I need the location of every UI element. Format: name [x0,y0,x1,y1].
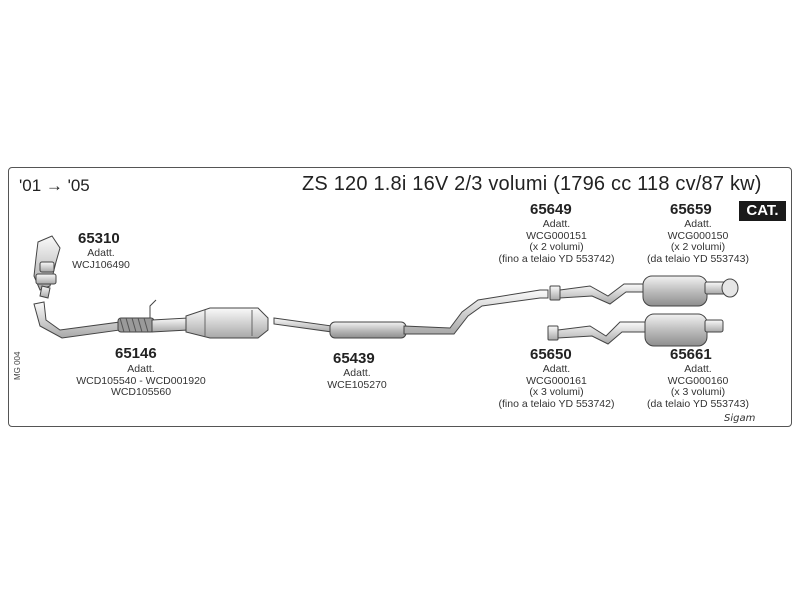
note-line: Adatt. [87,247,115,259]
note-line: Adatt. [343,367,371,379]
note-line: Adatt. [127,363,155,375]
note-line: Adatt. [542,363,571,375]
part-code-65439[interactable]: 65439 [333,350,375,367]
note-line: WCJ106490 [72,258,130,271]
manifold-65310[interactable] [33,235,61,299]
note-line: (fino a telaio YD 553742) [498,252,615,265]
part-code-65649[interactable]: 65649 [530,201,572,218]
note-line: WCD105560 [110,386,172,398]
part-notes-65439: Adatt. WCE105270 [312,367,402,391]
part-code-65659[interactable]: 65659 [670,201,712,218]
vehicle-title: ZS 120 1.8i 16V 2/3 volumi (1796 cc 118 … [302,173,762,195]
part-code-65310[interactable]: 65310 [78,230,120,247]
note-line: (x 2 volumi) [529,241,584,253]
centre-pipe-65439[interactable] [273,289,549,339]
cat-badge: CAT. [739,201,786,221]
note-line: WCE105270 [327,378,387,391]
part-notes-65649: Adatt. WCG000151 (x 2 volumi) (fino a te… [484,218,629,265]
front-pipe-65146[interactable] [33,299,269,339]
part-code-65661[interactable]: 65661 [670,346,712,363]
note-line: WCG000150 [667,229,729,242]
note-line: (fino a telaio YD 553742) [498,397,615,410]
part-notes-65310: Adatt. WCJ106490 [66,247,136,271]
rear-silencer-65650-65661[interactable] [547,313,724,347]
note-line: WCG000151 [526,229,587,242]
note-line: WCG000160 [667,374,729,387]
model-years: '01 → '05 [19,176,90,195]
note-line: (da telaio YD 553743) [647,252,749,265]
note-line: WCD105540 - WCD001920 [76,374,206,387]
note-line: (da telaio YD 553743) [647,397,749,410]
note-line: Adatt. [684,363,712,375]
part-notes-65659: Adatt. WCG000150 (x 2 volumi) (da telaio… [628,218,768,265]
note-line: (x 3 volumi) [529,386,584,398]
note-line: WCG000161 [526,374,587,387]
note-line: (x 3 volumi) [670,386,726,398]
part-notes-65650: Adatt. WCG000161 (x 3 volumi) (fino a te… [484,363,629,410]
part-notes-65146: Adatt. WCD105540 - WCD001920 WCD105560 [56,363,226,399]
part-notes-65661: Adatt. WCG000160 (x 3 volumi) (da telaio… [628,363,768,410]
part-code-65146[interactable]: 65146 [115,345,157,362]
part-code-65650[interactable]: 65650 [530,346,572,363]
rear-silencer-65649-65659[interactable] [549,275,739,307]
brand-logo: Sigam [724,413,756,424]
note-line: (x 2 volumi) [670,241,726,253]
note-line: Adatt. [684,218,712,230]
note-line: Adatt. [542,218,571,230]
